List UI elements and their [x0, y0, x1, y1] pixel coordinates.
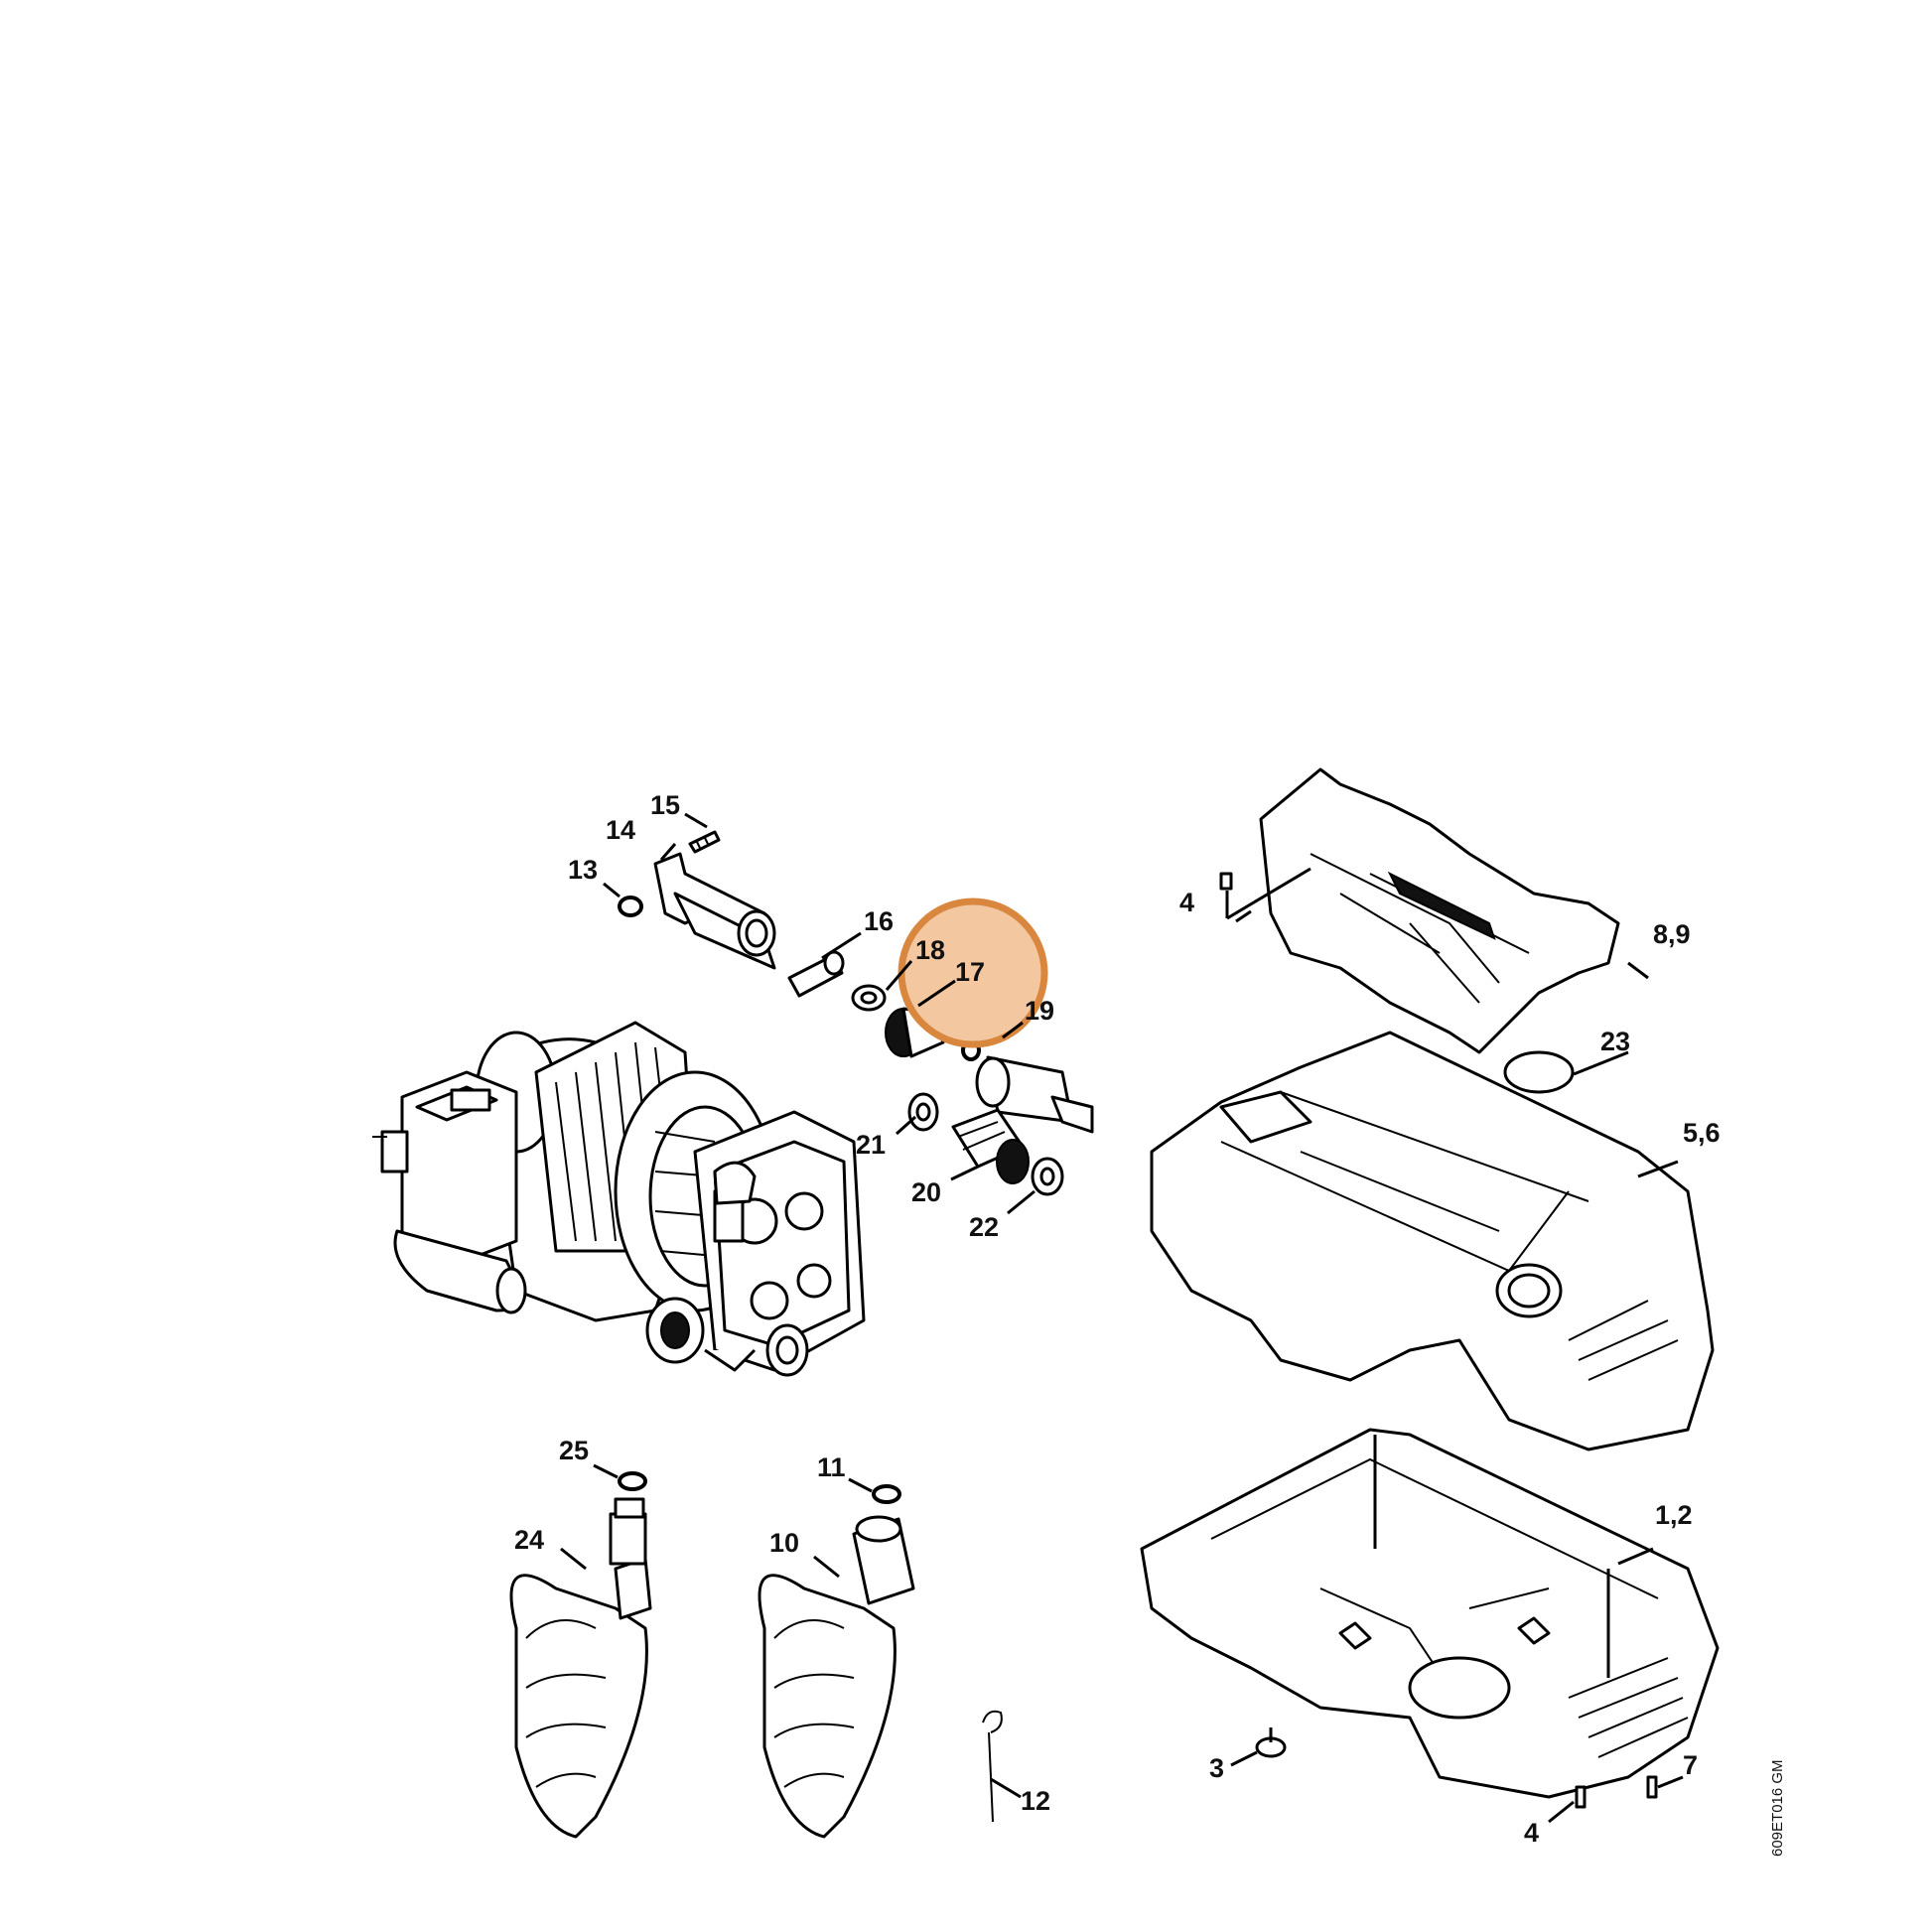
label-3: 3 — [1209, 1753, 1224, 1783]
label-1-2: 1,2 — [1655, 1500, 1693, 1530]
label-17: 17 — [955, 957, 985, 987]
part-labels: 15 14 13 16 18 17 19 21 20 22 4 8,9 23 5… — [514, 790, 1721, 1848]
label-24: 24 — [514, 1525, 544, 1555]
label-10: 10 — [769, 1528, 799, 1558]
housing-parts — [1140, 767, 1720, 1809]
motor-pump-assembly — [372, 1021, 866, 1377]
drawing-code: 609ET016 GM — [1769, 1759, 1786, 1857]
leader-lines — [560, 812, 1684, 1824]
label-22: 22 — [969, 1212, 999, 1242]
label-5-6: 5,6 — [1683, 1118, 1721, 1148]
label-25: 25 — [559, 1436, 589, 1465]
label-18: 18 — [915, 935, 945, 965]
label-15: 15 — [650, 790, 680, 820]
label-13: 13 — [568, 855, 598, 885]
label-8-9: 8,9 — [1653, 919, 1691, 949]
label-23: 23 — [1600, 1027, 1630, 1056]
label-14: 14 — [606, 815, 635, 845]
label-12: 12 — [1021, 1786, 1050, 1816]
label-4-top: 4 — [1179, 888, 1194, 917]
label-19: 19 — [1025, 996, 1054, 1026]
label-16: 16 — [864, 906, 894, 936]
label-4-bottom: 4 — [1524, 1818, 1539, 1848]
label-20: 20 — [911, 1177, 941, 1207]
label-7: 7 — [1683, 1750, 1698, 1780]
label-11: 11 — [817, 1452, 846, 1482]
label-21: 21 — [856, 1130, 886, 1160]
inlet-filters — [509, 1471, 1003, 1839]
